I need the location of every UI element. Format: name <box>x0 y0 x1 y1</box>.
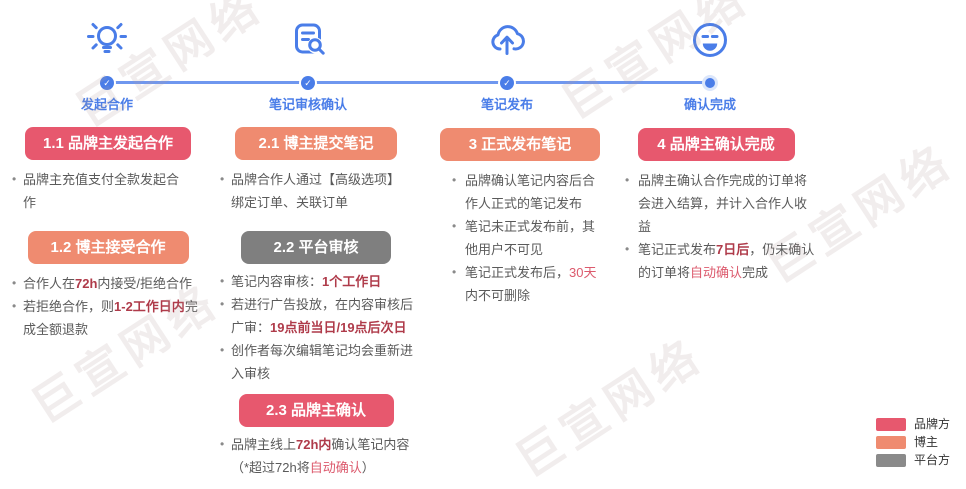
note-review-icon <box>284 16 332 64</box>
list-item: 创作者每次编辑笔记均会重新进入审核 <box>214 339 418 385</box>
watermark-text: 巨宣网络 <box>506 327 713 488</box>
list-item: 若进行广告投放，在内容审核后广审：19点前当日/19点后次日 <box>214 293 418 339</box>
column-complete: 4 品牌主确认完成 品牌主确认合作完成的订单将会进入结算，并计入合作人收益 笔记… <box>616 118 816 284</box>
card-4-header: 4 品牌主确认完成 <box>637 128 795 161</box>
list-item: 品牌主确认合作完成的订单将会进入结算，并计入合作人收益 <box>616 169 816 238</box>
list-item: 笔记正式发布后，30天内不可删除 <box>440 261 600 307</box>
list-item: 品牌合作人通过【高级选项】绑定订单、关联订单 <box>214 168 404 214</box>
list-item: 笔记正式发布7日后，仍未确认的订单将自动确认完成 <box>616 238 816 284</box>
legend-swatch-platform <box>876 454 906 467</box>
smiley-face-icon <box>686 16 734 64</box>
list-item: 笔记未正式发布前，其他用户不可见 <box>440 215 600 261</box>
timeline-checkpoint: ✓ <box>301 76 315 90</box>
card-2-3-header: 2.3 品牌主确认 <box>238 394 394 427</box>
card-1-2-notes: 合作人在72h内接受/拒绝合作 若拒绝合作，则1-2工作日内完成全额退款 <box>10 272 206 341</box>
legend-swatch-blogger <box>876 436 906 449</box>
legend-row-platform: 平台方 <box>876 454 950 467</box>
card-2-2-header: 2.2 平台审核 <box>241 231 391 264</box>
list-item: 品牌主充值支付全款发起合作 <box>10 168 182 214</box>
list-item: 品牌主线上72h内确认笔记内容（*超过72h将自动确认） <box>214 433 418 479</box>
list-item: 合作人在72h内接受/拒绝合作 <box>10 272 206 295</box>
timeline-checkpoint: ✓ <box>100 76 114 90</box>
list-item: 笔记内容审核：1个工作日 <box>214 270 418 293</box>
legend-label: 品牌方 <box>914 417 951 431</box>
column-review: 2.1 博主提交笔记 品牌合作人通过【高级选项】绑定订单、关联订单 2.2 平台… <box>214 118 418 479</box>
idea-lightbulb-icon <box>83 16 131 64</box>
card-1-1-notes: 品牌主充值支付全款发起合作 <box>10 168 182 214</box>
card-1-2-header: 1.2 博主接受合作 <box>27 231 189 264</box>
step-label-publish: 笔记发布 <box>480 97 533 112</box>
list-item: 品牌确认笔记内容后合作人正式的笔记发布 <box>440 169 600 215</box>
timeline-line <box>107 81 711 84</box>
timeline-checkpoint: ✓ <box>500 76 514 90</box>
card-2-1-header: 2.1 博主提交笔记 <box>235 127 397 160</box>
column-initiate: 1.1 品牌主发起合作 品牌主充值支付全款发起合作 1.2 博主接受合作 合作人… <box>10 118 206 341</box>
timeline-endpoint <box>705 78 715 88</box>
legend-swatch-brand <box>876 418 906 431</box>
legend-row-blogger: 博主 <box>876 436 950 449</box>
step-label-initiate: 发起合作 <box>80 97 133 112</box>
card-3-notes: 品牌确认笔记内容后合作人正式的笔记发布 笔记未正式发布前，其他用户不可见 笔记正… <box>440 169 600 307</box>
card-2-2-notes: 笔记内容审核：1个工作日 若进行广告投放，在内容审核后广审：19点前当日/19点… <box>214 270 418 385</box>
card-4-notes: 品牌主确认合作完成的订单将会进入结算，并计入合作人收益 笔记正式发布7日后，仍未… <box>616 169 816 284</box>
legend-row-brand: 品牌方 <box>876 418 950 431</box>
cloud-upload-icon <box>483 16 531 64</box>
step-label-complete: 确认完成 <box>683 97 736 112</box>
card-1-1-header: 1.1 品牌主发起合作 <box>25 127 191 160</box>
card-2-3-notes: 品牌主线上72h内确认笔记内容（*超过72h将自动确认） <box>214 433 418 479</box>
role-legend: 品牌方 博主 平台方 <box>876 418 950 472</box>
list-item: 若拒绝合作，则1-2工作日内完成全额退款 <box>10 295 206 341</box>
card-3-header: 3 正式发布笔记 <box>440 128 600 161</box>
card-2-1-notes: 品牌合作人通过【高级选项】绑定订单、关联订单 <box>214 168 404 214</box>
legend-label: 平台方 <box>914 453 951 467</box>
step-label-review: 笔记审核确认 <box>268 97 347 112</box>
legend-label: 博主 <box>914 435 939 449</box>
column-publish: 3 正式发布笔记 品牌确认笔记内容后合作人正式的笔记发布 笔记未正式发布前，其他… <box>440 118 600 307</box>
